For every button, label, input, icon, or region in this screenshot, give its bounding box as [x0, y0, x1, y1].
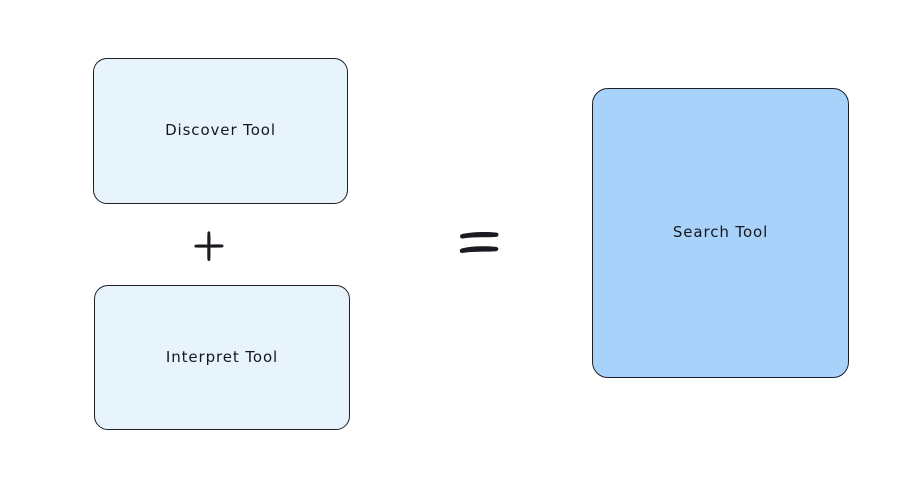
node-search-tool-label: Search Tool — [672, 223, 769, 241]
node-search-tool[interactable]: Search Tool — [592, 88, 849, 378]
node-discover-tool-label: Discover Tool — [165, 121, 276, 139]
node-discover-tool[interactable]: Discover Tool — [93, 58, 348, 204]
node-interpret-tool-label: Interpret Tool — [165, 348, 279, 366]
plus-operator-icon — [186, 224, 232, 270]
node-interpret-tool[interactable]: Interpret Tool — [94, 285, 350, 430]
equals-operator-icon — [455, 222, 505, 266]
